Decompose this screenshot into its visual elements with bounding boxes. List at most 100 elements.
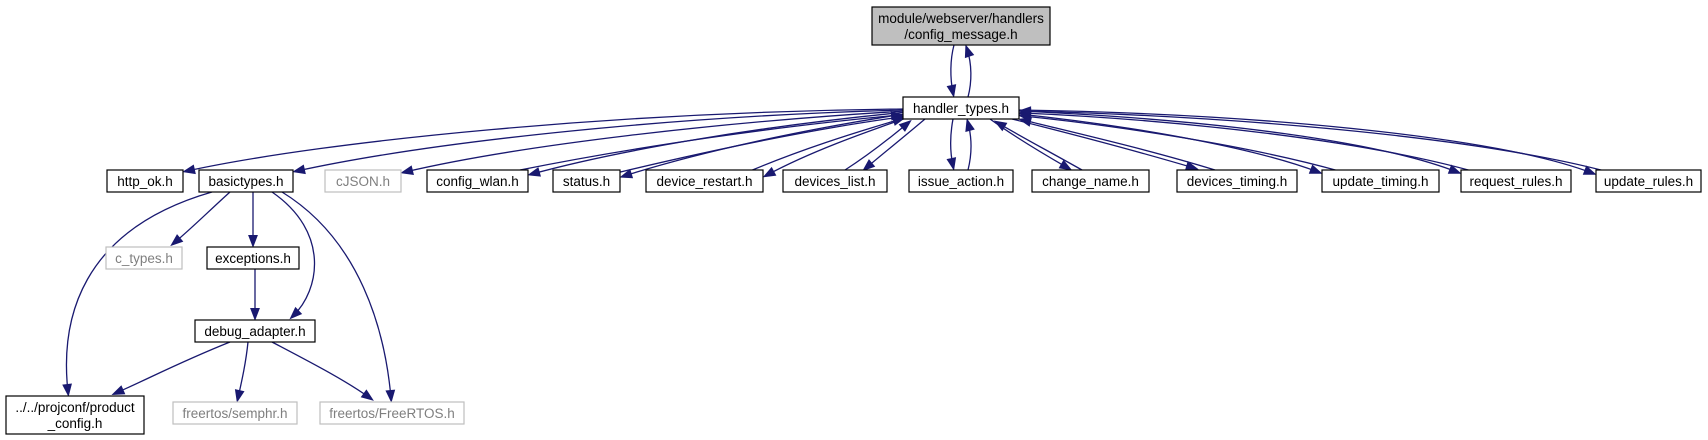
- edge-handler_types-to-devices_list: [862, 118, 926, 172]
- node-device-restart[interactable]: device_restart.h: [645, 169, 764, 193]
- edge-devices_timing-to-handler_types: [1018, 117, 1216, 171]
- graph-nodes: module/webserver/handlers/config_message…: [5, 6, 1702, 435]
- edge-line: [271, 341, 371, 399]
- node-label: config_wlan.h: [436, 174, 519, 189]
- edge-arrowhead: [993, 120, 1008, 132]
- edge-basictypes-to-exceptions: [248, 192, 258, 248]
- node-box: [206, 246, 300, 270]
- edge-arrowhead: [400, 165, 414, 175]
- edge-arrowhead: [111, 385, 126, 395]
- edge-line: [404, 110, 906, 173]
- edge-arrowhead: [527, 167, 541, 177]
- node-label: module/webserver/handlers: [878, 11, 1044, 26]
- node-devices-timing[interactable]: devices_timing.h: [1176, 169, 1298, 193]
- node-http-ok[interactable]: http_ok.h: [106, 169, 184, 193]
- edge-arrowhead: [619, 168, 634, 179]
- edge-arrowhead: [62, 383, 72, 397]
- node-update-rules[interactable]: update_rules.h: [1595, 169, 1702, 193]
- node-exceptions[interactable]: exceptions.h: [206, 246, 300, 270]
- edge-arrowhead: [965, 118, 975, 132]
- node-box: [1595, 169, 1702, 193]
- edge-line: [749, 118, 902, 172]
- edge-basictypes-to-freertos: [281, 191, 396, 403]
- node-box: [645, 169, 764, 193]
- node-label: basictypes.h: [208, 174, 283, 189]
- node-label: debug_adapter.h: [204, 324, 305, 339]
- node-box: [426, 169, 529, 193]
- edge-arrowhead: [946, 84, 957, 98]
- edge-line: [1018, 109, 1593, 174]
- node-box: [194, 319, 316, 343]
- edge-handler_types-to-config_message: [964, 44, 975, 98]
- edge-debug_adapter-to-freertos: [271, 341, 374, 401]
- edge-line: [271, 191, 316, 317]
- node-cjson[interactable]: cJSON.h: [324, 169, 402, 193]
- node-box: [782, 169, 888, 193]
- edge-arrowhead: [182, 164, 196, 175]
- edge-request_rules-to-handler_types: [1018, 108, 1473, 172]
- node-label: freertos/FreeRTOS.h: [329, 406, 455, 421]
- edge-line: [1022, 115, 1340, 172]
- edge-line: [611, 116, 902, 175]
- node-update-timing[interactable]: update_timing.h: [1321, 169, 1440, 193]
- node-product-config[interactable]: ../../projconf/product_config.h: [5, 395, 145, 435]
- node-basictypes[interactable]: basictypes.h: [198, 169, 294, 193]
- node-box: [105, 246, 183, 270]
- node-config-wlan[interactable]: config_wlan.h: [426, 169, 529, 193]
- node-box: [1176, 169, 1298, 193]
- edge-basictypes-to-c_types: [170, 191, 231, 247]
- edge-arrowhead: [289, 306, 303, 320]
- node-label: devices_timing.h: [1187, 174, 1288, 189]
- edge-line: [1018, 110, 1458, 173]
- edge-arrowhead: [762, 166, 777, 178]
- node-devices-list[interactable]: devices_list.h: [782, 169, 888, 193]
- node-config-message[interactable]: module/webserver/handlers/config_message…: [871, 6, 1051, 46]
- edge-update_rules-to-handler_types: [1018, 106, 1606, 172]
- edge-line: [1011, 118, 1195, 169]
- node-label: issue_action.h: [918, 174, 1004, 189]
- edge-line: [115, 341, 231, 394]
- edge-arrowhead: [891, 116, 906, 126]
- node-label: cJSON.h: [336, 174, 390, 189]
- node-request-rules[interactable]: request_rules.h: [1460, 169, 1572, 193]
- edge-line: [997, 122, 1083, 171]
- node-status[interactable]: status.h: [552, 169, 621, 193]
- edge-handler_types-to-devices_timing: [1011, 118, 1199, 171]
- node-label: device_restart.h: [656, 174, 752, 189]
- node-label: _config.h: [47, 416, 103, 431]
- edge-line: [1022, 110, 1606, 172]
- edge-devices_list-to-handler_types: [844, 119, 912, 171]
- node-debug-adapter[interactable]: debug_adapter.h: [194, 319, 316, 343]
- node-box: [324, 169, 402, 193]
- node-label: ../../projconf/product: [15, 400, 135, 415]
- node-c-types[interactable]: c_types.h: [105, 246, 183, 270]
- node-box: [1031, 169, 1150, 193]
- edge-issue_action-to-handler_types: [965, 118, 975, 171]
- edge-handler_types-to-cjson: [400, 110, 906, 175]
- edge-arrowhead: [1582, 165, 1597, 175]
- node-issue-action[interactable]: issue_action.h: [908, 169, 1014, 193]
- edge-line: [173, 191, 231, 244]
- edge-line: [844, 122, 909, 171]
- node-freertos[interactable]: freertos/FreeRTOS.h: [319, 401, 465, 425]
- edge-exceptions-to-debug_adapter: [250, 269, 260, 321]
- node-label: /config_message.h: [904, 27, 1017, 42]
- edge-line: [296, 109, 904, 172]
- node-box: [871, 6, 1051, 46]
- edge-handler_types-to-update_rules: [1018, 109, 1597, 175]
- node-label: devices_list.h: [794, 174, 875, 189]
- node-box: [198, 169, 294, 193]
- node-handler-types[interactable]: handler_types.h: [902, 96, 1020, 120]
- edge-line: [281, 191, 392, 399]
- edge-basictypes-to-product_config: [62, 191, 213, 397]
- edge-arrowhead: [385, 389, 396, 403]
- node-box: [908, 169, 1014, 193]
- edge-arrowhead: [946, 157, 957, 171]
- edge-arrowhead: [360, 389, 374, 401]
- node-box: [1321, 169, 1440, 193]
- edge-line: [1022, 119, 1216, 171]
- node-change-name[interactable]: change_name.h: [1031, 169, 1150, 193]
- node-semphr[interactable]: freertos/semphr.h: [172, 401, 298, 425]
- edge-line: [1022, 112, 1473, 172]
